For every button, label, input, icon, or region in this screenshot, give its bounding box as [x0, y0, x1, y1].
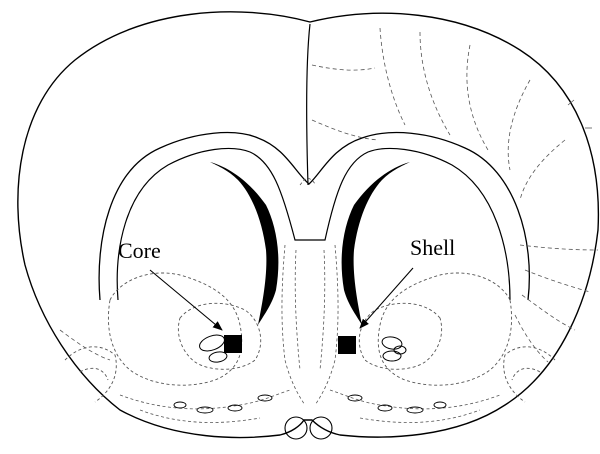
cortical-layer-lines [60, 28, 598, 362]
core-marker [224, 335, 242, 353]
core-label: Core [118, 238, 161, 263]
septal-structures [282, 178, 338, 405]
shell-arrow [360, 268, 413, 328]
midline [307, 24, 310, 185]
shell-label: Shell [410, 235, 455, 260]
islands-of-calleja [174, 395, 446, 413]
ventral-striatum-band [120, 390, 500, 423]
left-lateral-ventricle [210, 162, 278, 325]
corpus-callosum-inner [117, 148, 510, 300]
core-arrow [150, 270, 222, 330]
shell-marker [338, 336, 356, 354]
accumbens-regions [65, 273, 555, 402]
right-lateral-ventricle [342, 162, 410, 325]
corpus-callosum [99, 133, 529, 300]
